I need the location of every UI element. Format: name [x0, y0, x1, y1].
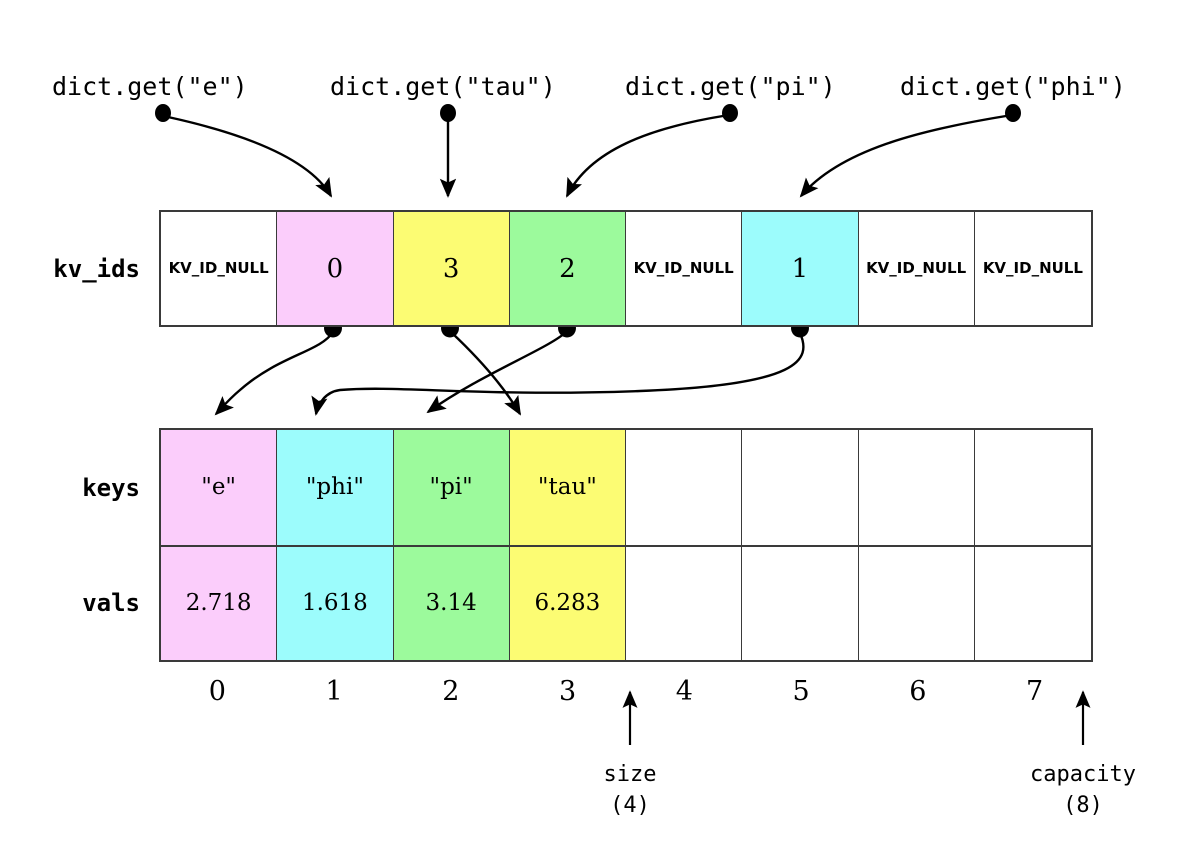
link-arrow-slot5-to-index1 [311, 318, 809, 416]
keys-cell-7 [974, 430, 1091, 545]
capacity-marker-label: capacity [1030, 762, 1136, 787]
kv-ids-cell-3: 2 [509, 212, 626, 325]
keys-cell-5 [742, 430, 859, 545]
kv-ids-cell-2: 3 [393, 212, 510, 325]
kv-ids-cell-6: KV_ID_NULL [858, 212, 975, 325]
keys-cell-1: "phi" [277, 430, 394, 545]
index-label-5: 5 [792, 676, 810, 707]
index-label-3: 3 [559, 676, 577, 707]
vals-cell-2: 3.14 [393, 547, 510, 660]
keys-cell-4 [626, 430, 743, 545]
keys-cell-2-text: "pi" [429, 474, 473, 500]
call-arrow-tau [439, 104, 457, 198]
vals-cell-4 [626, 547, 743, 660]
link-arrow-slot1-to-index0 [214, 318, 342, 416]
vals-cell-0-text: 2.718 [185, 590, 252, 616]
vals-cell-0: 2.718 [161, 547, 278, 660]
index-label-6: 6 [909, 676, 927, 707]
row-label-vals: vals [82, 589, 140, 617]
kv-ids-cell-5: 1 [742, 212, 859, 325]
kv-ids-cell-1: 0 [277, 212, 394, 325]
kv-ids-cell-7: KV_ID_NULL [974, 212, 1091, 325]
kv-ids-cell-3-text: 2 [559, 253, 576, 284]
link-arrow-slot2-to-index3 [441, 318, 522, 416]
row-label-kv-ids: kv_ids [53, 255, 140, 283]
call-label-tau: dict.get("tau") [330, 72, 556, 101]
keys-cell-0: "e" [161, 430, 278, 545]
index-label-4: 4 [675, 676, 693, 707]
vals-cell-6 [858, 547, 975, 660]
vals-cell-5 [742, 547, 859, 660]
index-label-2: 2 [442, 676, 460, 707]
kv-ids-cell-1-text: 0 [326, 253, 344, 284]
vals-array: 2.718 1.618 3.14 6.283 [159, 545, 1093, 662]
kv-ids-cell-2-text: 3 [442, 253, 460, 284]
keys-cell-2: "pi" [393, 430, 510, 545]
vals-cell-2-text: 3.14 [425, 590, 477, 616]
size-marker-value: (4) [610, 793, 650, 818]
call-label-phi: dict.get("phi") [900, 72, 1126, 101]
kv-ids-cell-6-text: KV_ID_NULL [866, 259, 967, 277]
call-label-pi: dict.get("pi") [625, 72, 836, 101]
vals-cell-1: 1.618 [277, 547, 394, 660]
kv-ids-cell-0: KV_ID_NULL [161, 212, 278, 325]
index-label-7: 7 [1026, 676, 1044, 707]
kv-ids-array: KV_ID_NULL 0 3 2 KV_ID_NULL 1 KV_ID_NULL KV_ID_… [159, 210, 1093, 327]
keys-cell-1-text: "phi" [305, 474, 364, 500]
keys-array: "e" "phi" "pi" "tau" [159, 428, 1093, 545]
call-arrow-pi [565, 104, 738, 198]
link-arrow-slot3-to-index2 [426, 318, 576, 414]
keys-cell-6 [858, 430, 975, 545]
size-marker-label: size [603, 762, 657, 787]
call-label-e: dict.get("e") [52, 72, 248, 101]
kv-ids-cell-4: KV_ID_NULL [626, 212, 743, 325]
kv-ids-cell-4-text: KV_ID_NULL [633, 259, 734, 277]
index-label-1: 1 [325, 676, 343, 707]
vals-cell-3: 6.283 [509, 547, 626, 660]
row-label-keys: keys [82, 474, 140, 502]
call-arrow-e [155, 104, 333, 198]
kv-ids-cell-5-text: 1 [791, 253, 809, 284]
kv-ids-cell-0-text: KV_ID_NULL [168, 259, 269, 277]
kv-ids-cell-7-text: KV_ID_NULL [982, 259, 1083, 277]
keys-cell-3: "tau" [509, 430, 626, 545]
call-arrow-phi [799, 104, 1021, 198]
keys-cell-0-text: "e" [201, 474, 237, 500]
vals-cell-3-text: 6.283 [534, 590, 601, 616]
keys-cell-3-text: "tau" [537, 474, 597, 500]
vals-cell-7 [974, 547, 1091, 660]
vals-cell-1-text: 1.618 [301, 590, 368, 616]
index-label-0: 0 [208, 676, 226, 707]
capacity-marker-value: (8) [1063, 793, 1103, 818]
